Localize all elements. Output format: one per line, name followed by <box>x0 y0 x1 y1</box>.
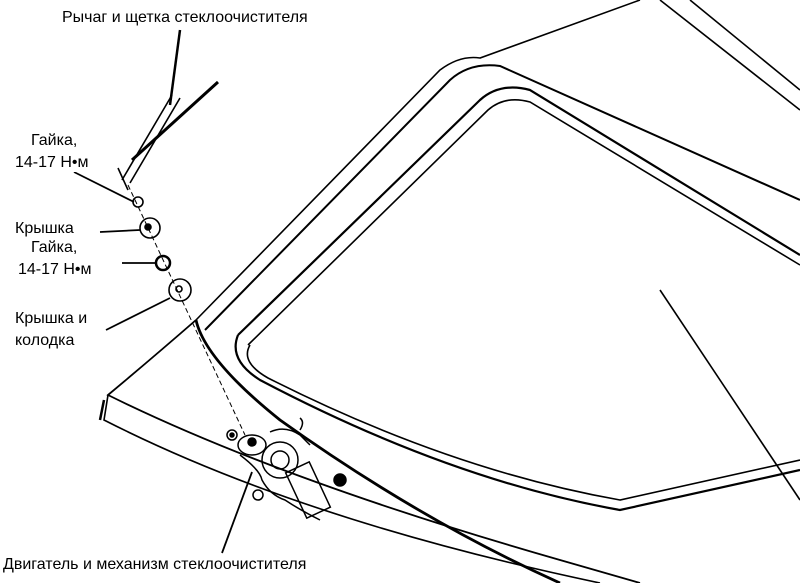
label-nut2-torque: 14-17 Н•м <box>18 260 92 279</box>
label-wiper-arm: Рычаг и щетка стеклоочистителя <box>62 8 308 27</box>
label-nut1-name: Гайка, <box>31 131 78 150</box>
wiper-motor-icon <box>226 417 347 521</box>
label-nut1-torque: 14-17 Н•м <box>15 153 89 172</box>
windshield-frame <box>195 0 800 331</box>
assembly-axis-line <box>127 184 246 436</box>
label-cap-pad-line1: Крышка и <box>15 309 88 328</box>
fasteners <box>132 196 192 302</box>
cowl-panel <box>98 319 641 583</box>
windshield-glass <box>234 86 800 512</box>
label-cap-pad-line2: колодка <box>15 331 75 350</box>
label-cap: Крышка <box>15 219 74 238</box>
wiper-arm-and-blade <box>117 29 220 191</box>
leader-lines <box>73 171 253 554</box>
label-motor: Двигатель и механизм стеклоочистителя <box>3 555 307 574</box>
label-nut2-name: Гайка, <box>31 238 78 257</box>
